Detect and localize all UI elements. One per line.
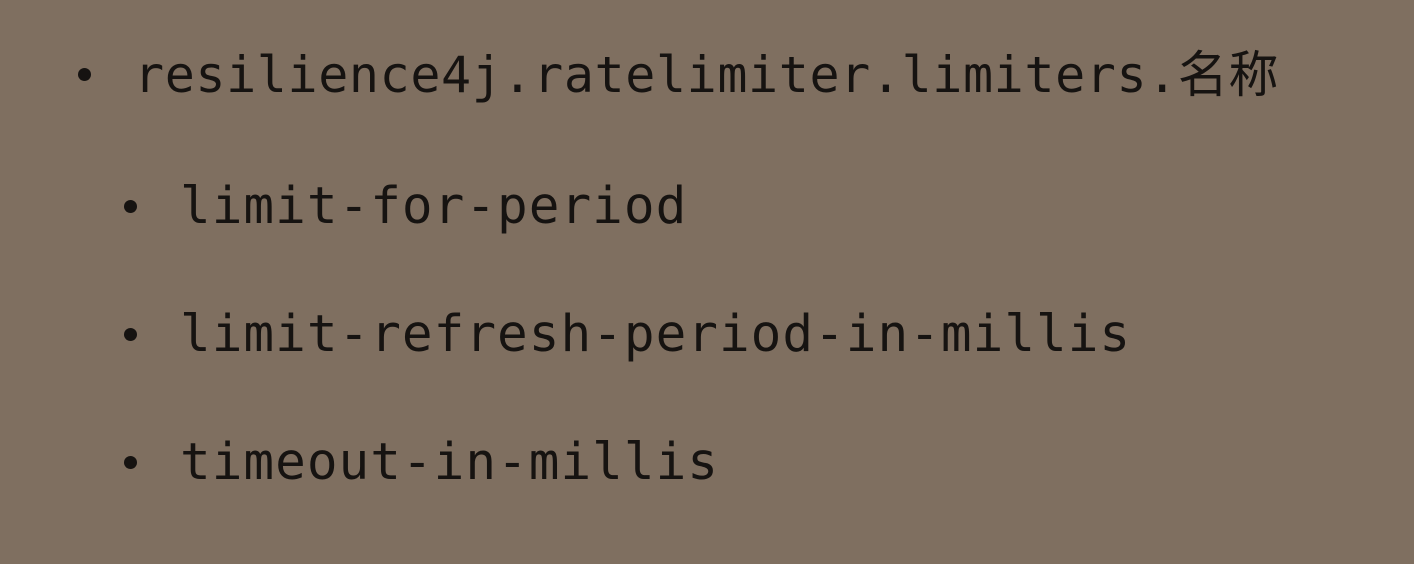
bullet-dot-icon	[78, 68, 91, 81]
bullet-dot-icon	[124, 328, 137, 341]
bullet-dot-icon	[124, 200, 137, 213]
bullet-text: limit-for-period	[180, 177, 688, 236]
bullet-text: resilience4j.ratelimiter.limiters.名称	[134, 46, 1280, 104]
bullet-text: timeout-in-millis	[180, 433, 719, 492]
bullet-text: limit-refresh-period-in-millis	[180, 305, 1132, 364]
bullet-dot-icon	[124, 456, 137, 469]
